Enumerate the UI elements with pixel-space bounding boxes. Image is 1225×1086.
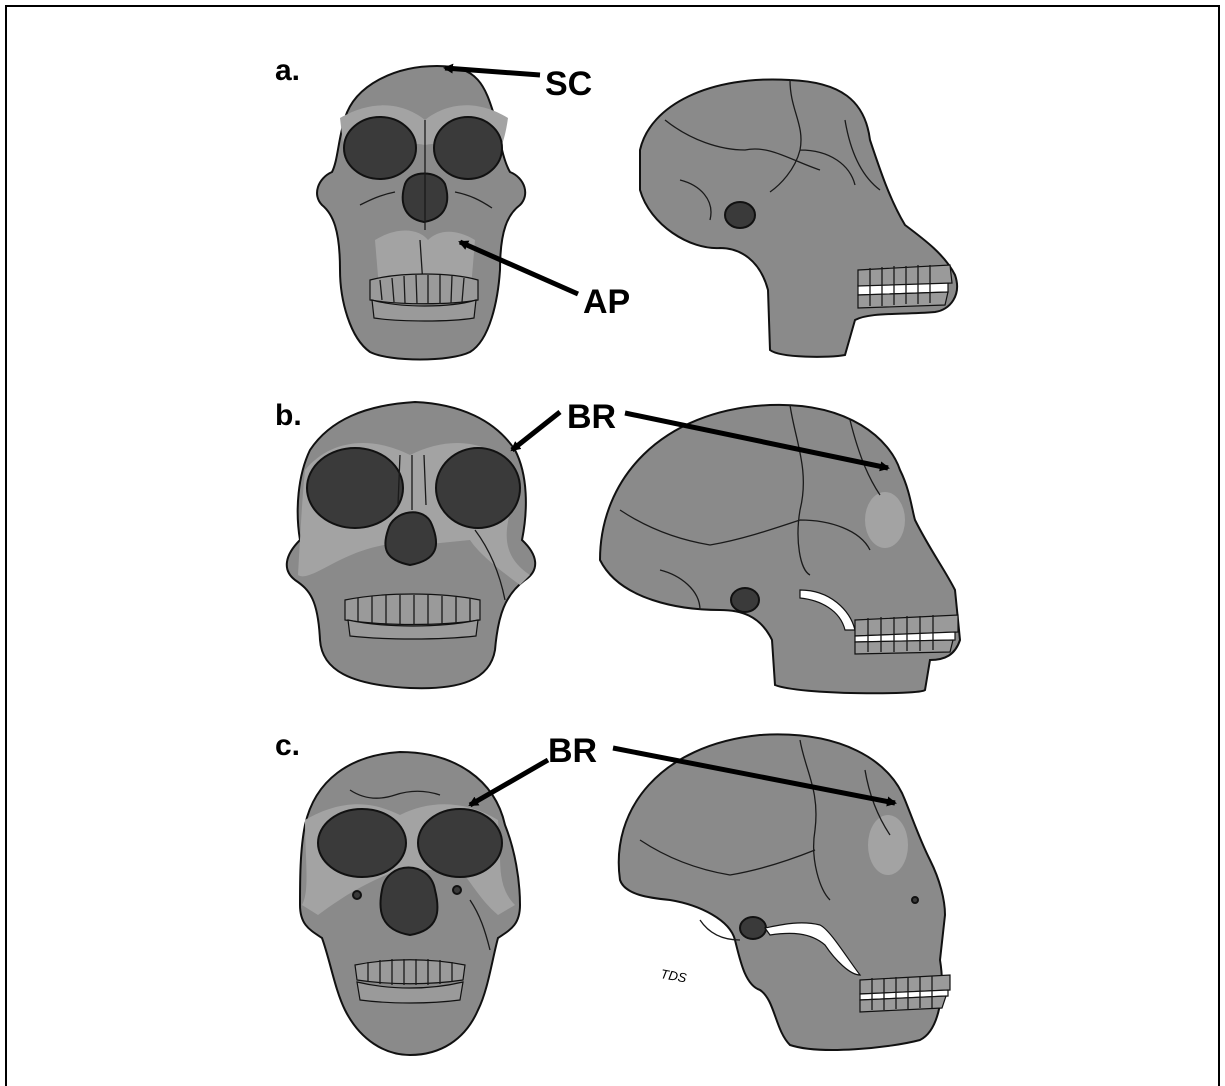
artist-signature: TDS — [659, 966, 688, 985]
br-label-c: BR — [548, 732, 597, 770]
panel-a-label: a. — [275, 54, 300, 87]
sc-label: SC — [545, 65, 592, 103]
br-pointer-b-front — [512, 412, 560, 450]
skull-b-side — [600, 405, 960, 693]
skull-a-side — [640, 79, 957, 356]
panel-c-label: c. — [275, 729, 300, 762]
panel-c: c. — [275, 729, 950, 1055]
ap-label: AP — [583, 283, 630, 321]
br-label-b: BR — [567, 398, 616, 436]
skull-b-front — [287, 402, 535, 688]
panel-a: a. SC AP — [275, 54, 957, 360]
skull-a-front — [317, 66, 525, 360]
panel-b-label: b. — [275, 399, 302, 432]
panel-b: b. BR — [275, 398, 960, 693]
